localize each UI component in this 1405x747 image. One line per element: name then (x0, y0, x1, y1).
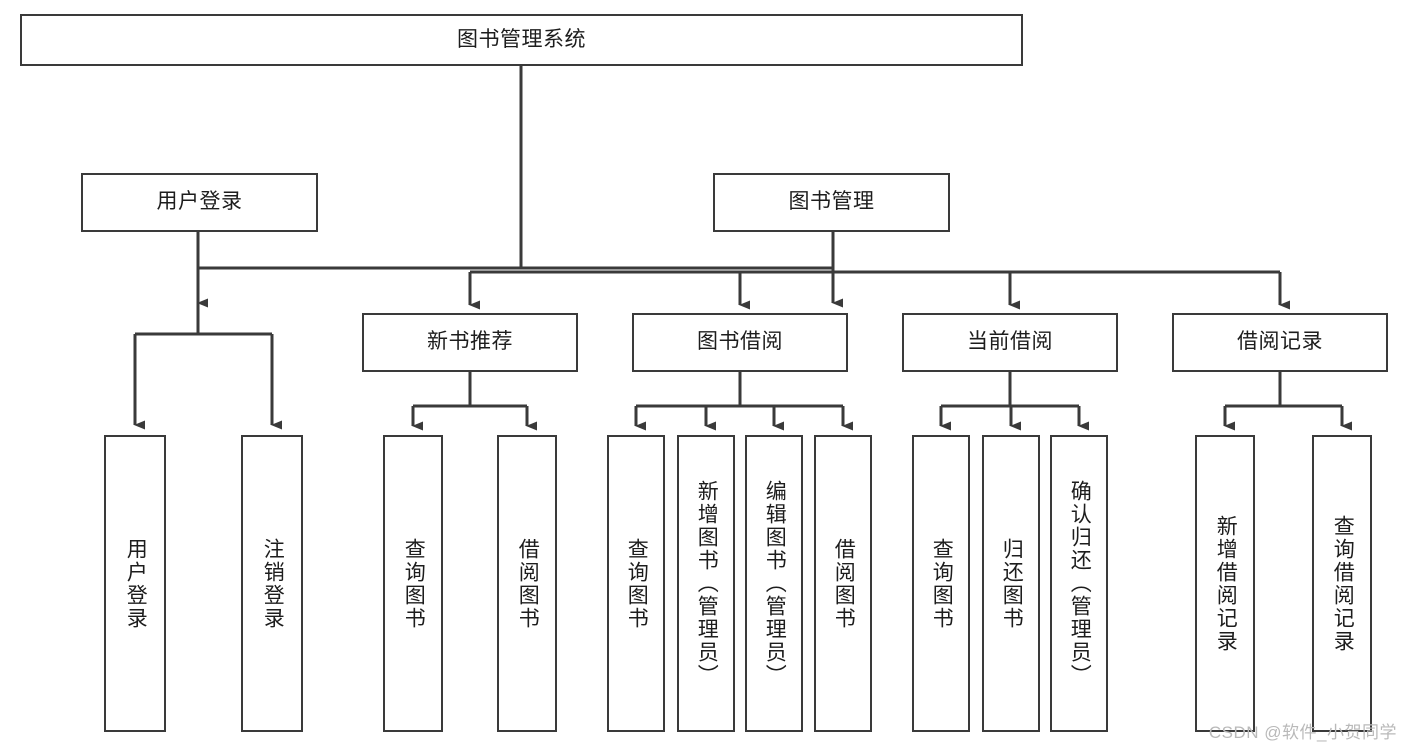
leaf-borrow-query-book[interactable]: 查询图书 (607, 435, 665, 732)
node-label: 用户登录 (124, 537, 148, 630)
leaf-current-return-book[interactable]: 归还图书 (982, 435, 1040, 732)
node-label: 图书管理系统 (457, 27, 586, 51)
leaf-recommend-query-book[interactable]: 查询图书 (383, 435, 443, 732)
node-label: 查询借阅记录 (1331, 514, 1355, 653)
node-label: 图书管理 (788, 190, 875, 214)
node-label: 查询图书 (402, 537, 426, 630)
node-label: 图书借阅 (697, 330, 783, 354)
node-book-borrow[interactable]: 图书借阅 (632, 313, 848, 372)
node-label: 查询图书 (625, 537, 649, 630)
node-new-book-recommend[interactable]: 新书推荐 (362, 313, 578, 372)
node-label: 注销登录 (261, 537, 285, 630)
node-label: 用户登录 (156, 190, 243, 214)
leaf-current-query-book[interactable]: 查询图书 (912, 435, 970, 732)
node-label: 借阅记录 (1237, 330, 1323, 354)
node-root[interactable]: 图书管理系统 (20, 14, 1023, 66)
node-book-management[interactable]: 图书管理 (713, 173, 950, 232)
node-current-borrow[interactable]: 当前借阅 (902, 313, 1118, 372)
leaf-current-confirm-return[interactable]: 确认归还（管理员） (1050, 435, 1108, 732)
node-label: 新增图书（管理员） (695, 480, 719, 687)
node-borrow-record[interactable]: 借阅记录 (1172, 313, 1388, 372)
node-user-login[interactable]: 用户登录 (81, 173, 318, 232)
leaf-record-query-record[interactable]: 查询借阅记录 (1312, 435, 1372, 732)
node-label: 查询图书 (930, 537, 954, 630)
leaf-borrow-borrow-book[interactable]: 借阅图书 (814, 435, 872, 732)
leaf-user-login[interactable]: 用户登录 (104, 435, 166, 732)
leaf-borrow-edit-book[interactable]: 编辑图书（管理员） (745, 435, 803, 732)
leaf-recommend-borrow-book[interactable]: 借阅图书 (497, 435, 557, 732)
node-label: 新增借阅记录 (1214, 514, 1238, 653)
leaf-borrow-add-book[interactable]: 新增图书（管理员） (677, 435, 735, 732)
node-label: 借阅图书 (832, 537, 856, 630)
node-label: 归还图书 (1000, 537, 1024, 630)
node-label: 新书推荐 (427, 330, 513, 354)
leaf-user-logout[interactable]: 注销登录 (241, 435, 303, 732)
node-label: 编辑图书（管理员） (763, 480, 787, 687)
node-label: 确认归还（管理员） (1068, 480, 1092, 687)
node-label: 借阅图书 (516, 537, 540, 630)
node-label: 当前借阅 (967, 330, 1053, 354)
leaf-record-add-record[interactable]: 新增借阅记录 (1195, 435, 1255, 732)
